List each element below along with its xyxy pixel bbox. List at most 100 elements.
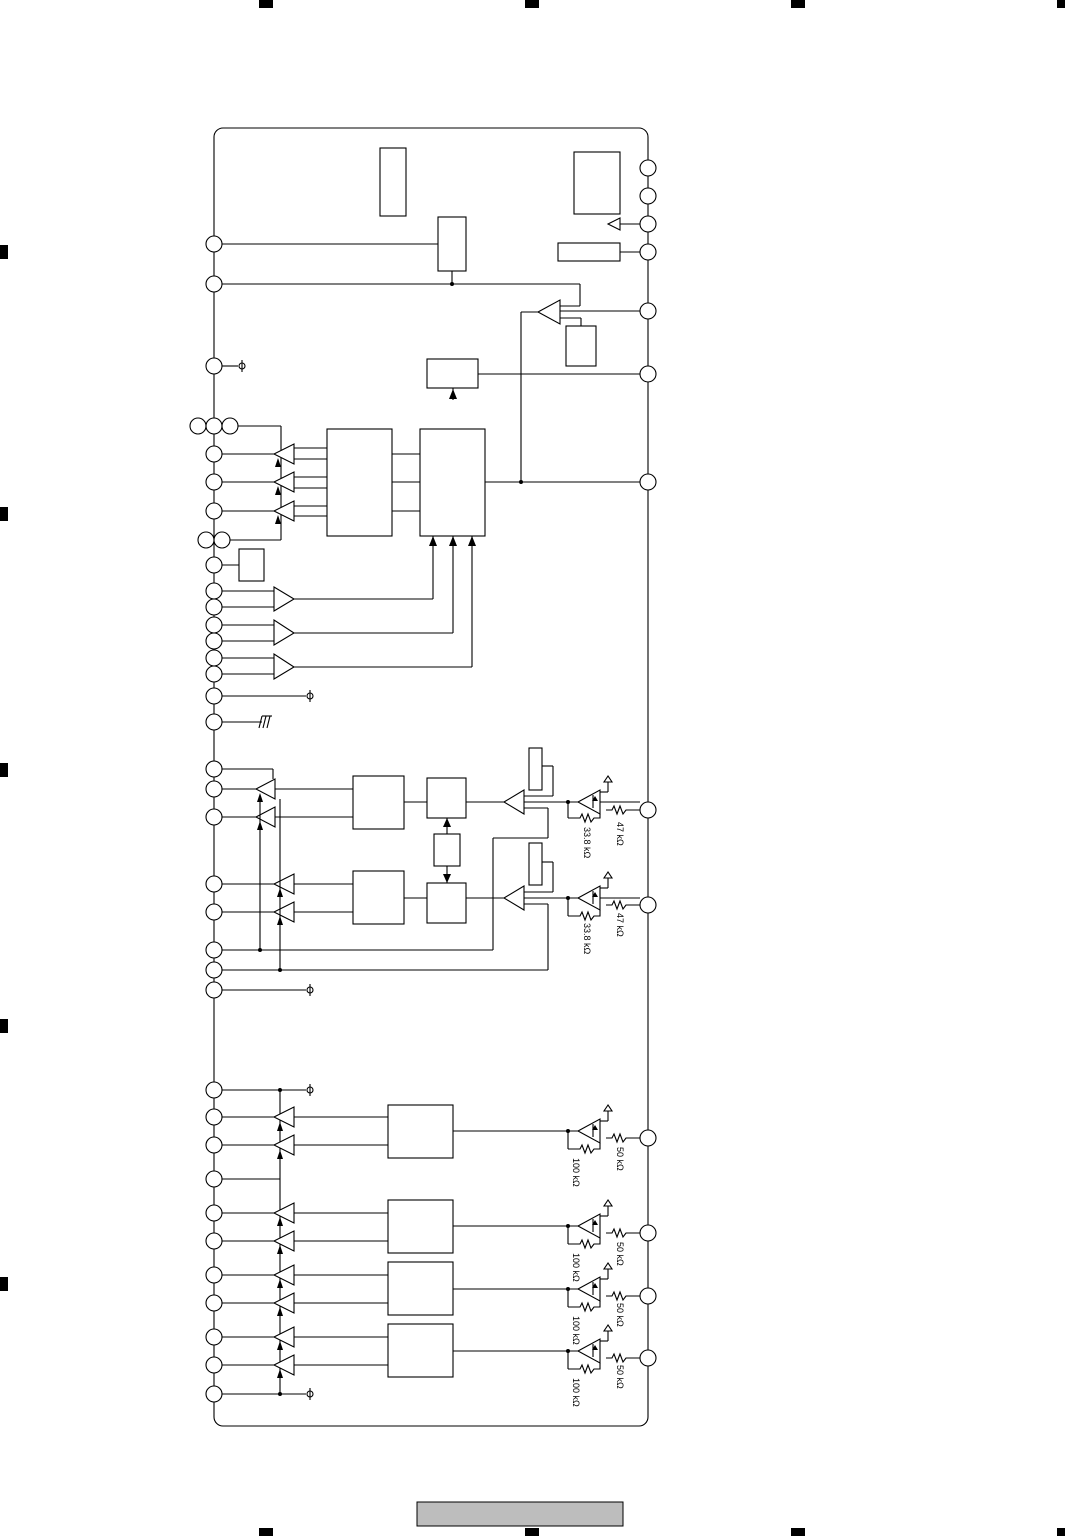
pin-circle-icon [205, 961, 223, 979]
amplifier-triangle-icon [272, 1292, 295, 1314]
pin-circle-icon [205, 1356, 223, 1374]
pin-circle-icon [205, 1266, 223, 1284]
power-symbol-icon [306, 1084, 314, 1096]
pin-circle-icon [639, 159, 657, 177]
resistor-label: 33.8 kΩ [582, 827, 592, 859]
output-stage: 50 kΩ 100 kΩ [566, 1262, 640, 1345]
resistor-label: 47 kΩ [615, 822, 625, 846]
pin-circle-icon [639, 243, 657, 261]
block-box [426, 882, 467, 924]
registration-mark [0, 245, 8, 259]
amplifier-triangle-icon [272, 443, 295, 465]
block-box [419, 428, 486, 537]
signal-arrow-icon [275, 458, 281, 467]
signal-arrow-icon [592, 796, 598, 801]
resistor-zigzag-icon [606, 1352, 640, 1364]
signal-arrow-icon [443, 874, 451, 883]
signal-arrow-icon [592, 1220, 598, 1225]
registration-mark [0, 1019, 8, 1033]
resistor-zigzag-icon [606, 804, 640, 816]
block-box [426, 777, 467, 819]
resistor-zigzag-icon [606, 1227, 640, 1239]
registration-mark [791, 1528, 805, 1536]
output-stage: 50 kΩ 100 kΩ [566, 1104, 640, 1187]
pin-circle-icon [639, 215, 657, 233]
pin-circle-icon [205, 445, 223, 463]
registration-mark [0, 763, 8, 777]
resistor-label: 50 kΩ [615, 1147, 625, 1171]
block-box [426, 358, 479, 389]
power-symbol-icon [306, 690, 314, 702]
pin-circle-icon [205, 417, 223, 435]
pin-circle-icon [205, 760, 223, 778]
signal-arrow-icon [257, 821, 263, 830]
pin-circle-icon [205, 1108, 223, 1126]
signal-arrow-icon [429, 536, 437, 546]
block-box [437, 216, 467, 272]
amplifier-triangle-icon [272, 1354, 295, 1376]
power-symbol-icon [602, 1324, 614, 1332]
resistor-label: 50 kΩ [615, 1303, 625, 1327]
signal-arrow-icon [449, 389, 457, 399]
power-symbol-icon [602, 775, 614, 783]
pin-circle-icon [205, 981, 223, 999]
amplifier-triangle-icon [576, 789, 601, 815]
signal-arrow-icon [277, 888, 283, 897]
amplifier-triangle-icon [254, 778, 276, 800]
amplifier-triangle-icon [272, 500, 295, 522]
power-symbol-icon [602, 1199, 614, 1207]
amplifier-triangle-icon [576, 885, 601, 911]
resistor-label: 100 kΩ [571, 1253, 581, 1282]
power-symbol-icon [306, 984, 314, 996]
signal-arrow-icon [257, 793, 263, 802]
pin-circle-icon [205, 1204, 223, 1222]
signal-arrow-icon [277, 1279, 283, 1288]
pin-circle-icon [205, 1232, 223, 1250]
pin-circle-icon [221, 417, 239, 435]
block-box [379, 147, 407, 217]
block-box [573, 151, 621, 215]
pin-circle-icon [205, 275, 223, 293]
amplifier-triangle-icon [502, 885, 525, 911]
amplifier-triangle-icon [272, 1326, 295, 1348]
resistor-label: 50 kΩ [615, 1242, 625, 1266]
pin-circle-icon [639, 187, 657, 205]
signal-arrow-icon [277, 1150, 283, 1159]
amplifier-triangle-icon [576, 1338, 601, 1364]
top-section [222, 147, 640, 729]
signal-arrow-icon [592, 1125, 598, 1130]
resistor-label: 33.8 kΩ [582, 923, 592, 955]
amplifier-triangle-icon [536, 299, 561, 325]
signal-arrow-icon [592, 892, 598, 897]
pin-circle-icon [205, 687, 223, 705]
signal-arrow-icon [277, 1245, 283, 1254]
registration-mark [259, 0, 273, 8]
amplifier-triangle-icon [272, 873, 295, 895]
pin-circle-icon [205, 1136, 223, 1154]
pin-circle-icon [205, 903, 223, 921]
resistor-zigzag-icon [568, 1363, 601, 1375]
resistor-zigzag-icon [606, 899, 640, 911]
block-box [433, 833, 461, 867]
signal-arrow-icon [277, 1307, 283, 1316]
pin-circle-icon [639, 1224, 657, 1242]
middle-section: 47 kΩ 33.8 kΩ 47 kΩ 33.8 kΩ [222, 747, 640, 996]
amplifier-triangle-icon [272, 1264, 295, 1286]
amplifier-triangle-icon [273, 586, 296, 612]
pin-circle-icon [205, 780, 223, 798]
pin-circle-icon [205, 1328, 223, 1346]
signal-arrow-icon [277, 1217, 283, 1226]
pin-circle-icon [639, 365, 657, 383]
amplifier-triangle-icon [273, 618, 296, 646]
pin-circle-icon [205, 1170, 223, 1188]
amplifier-triangle-icon [272, 1230, 295, 1252]
resistor-zigzag-icon [568, 1238, 601, 1250]
resistor-label: 100 kΩ [571, 1158, 581, 1187]
signal-arrow-icon [277, 1122, 283, 1131]
registration-mark [0, 507, 8, 521]
signal-arrow-icon [592, 1345, 598, 1350]
block-box [528, 747, 543, 791]
pin-circle-icon [205, 1294, 223, 1312]
